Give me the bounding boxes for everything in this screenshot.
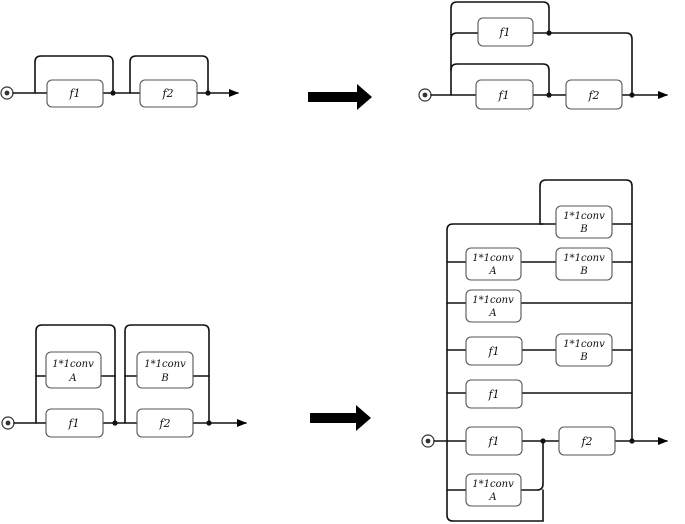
start-node (0, 86, 14, 100)
block-label-line1: 1*1conv (144, 359, 186, 370)
junction-dot (110, 90, 116, 96)
skip-connection-f1 (34, 55, 114, 94)
block-label-line2: B (579, 224, 587, 235)
start-node (421, 434, 435, 448)
block-f1-main: f1 (465, 426, 523, 456)
junction-dot (540, 438, 546, 444)
transform-arrow-top (308, 84, 372, 110)
block-f1-row5: f1 (465, 379, 523, 409)
block-label-line2: A (488, 492, 496, 503)
block-f2-main: f2 (558, 426, 616, 456)
block-f1: f1 (46, 79, 104, 108)
skip-connection-right (124, 324, 210, 424)
block-label: f2 (587, 89, 599, 102)
block-label-line2: B (160, 373, 168, 384)
skip-connection-left (35, 324, 116, 424)
junction-dot (546, 30, 552, 36)
block-conv-b-row2: 1*1conv B (555, 247, 613, 281)
block-conv-b: 1*1conv B (136, 351, 194, 389)
left-rail-lower (446, 440, 544, 522)
junction-dot (546, 92, 552, 98)
block-label: f2 (158, 417, 170, 430)
block-label-line1: 1*1conv (563, 211, 605, 222)
skip-connection-f2 (129, 55, 209, 94)
panel-top-right-expanded: f1 f1 f2 (418, 1, 668, 110)
start-node (1, 416, 15, 430)
start-node (418, 88, 432, 102)
block-label: f1 (498, 26, 510, 39)
block-label-line2: B (579, 266, 587, 277)
block-conv-a-bottom: 1*1conv A (465, 473, 522, 507)
junction-dot (629, 92, 635, 98)
junction-dot (205, 90, 211, 96)
block-f1-lower: f1 (475, 79, 534, 110)
block-conv-b-row4: 1*1conv B (555, 333, 613, 367)
block-f2: f2 (565, 79, 623, 110)
block-f1-upper: f1 (477, 17, 534, 47)
panel-top-left-sequential: f1 f2 (0, 55, 239, 108)
block-f1-row4: f1 (465, 336, 523, 366)
branch-conv-a-lower (446, 440, 544, 491)
inner-skip-loop (450, 63, 550, 96)
left-rail (446, 223, 544, 442)
block-label: f2 (580, 435, 592, 448)
block-conv-a-row3: 1*1conv A (465, 289, 522, 323)
transform-arrow-bottom (310, 405, 371, 431)
outer-skip-loop (450, 1, 550, 96)
block-label: f2 (161, 87, 173, 100)
block-label: f1 (487, 435, 499, 448)
block-label-line2: A (488, 308, 496, 319)
junction-dot (629, 438, 635, 444)
branch-f1-upper (450, 32, 633, 96)
block-f2: f2 (139, 79, 198, 108)
junction-dot (206, 420, 212, 426)
block-label: f1 (487, 345, 499, 358)
block-conv-b-top: 1*1conv B (555, 205, 613, 239)
block-f1: f1 (45, 408, 104, 438)
block-label-line1: 1*1conv (52, 359, 94, 370)
block-label-line1: 1*1conv (563, 253, 605, 264)
block-conv-a: 1*1conv A (45, 351, 102, 389)
block-label-line2: A (488, 266, 496, 277)
panel-bottom-right-expanded-conv: 1*1conv B 1*1conv A 1*1conv B 1*1conv A … (421, 179, 668, 522)
block-label-line1: 1*1conv (472, 253, 514, 264)
block-label-line2: A (68, 373, 76, 384)
block-label-line1: 1*1conv (472, 295, 514, 306)
block-f2: f2 (136, 408, 194, 438)
panel-bottom-left-sequential-conv: 1*1conv A f1 1*1conv B f2 (1, 324, 247, 438)
block-label-line1: 1*1conv (563, 339, 605, 350)
block-conv-a-row2: 1*1conv A (465, 247, 522, 281)
block-label: f1 (67, 417, 79, 430)
block-label-line2: B (579, 352, 587, 363)
block-label: f1 (68, 87, 80, 100)
block-label: f1 (487, 388, 499, 401)
block-label-line1: 1*1conv (472, 479, 514, 490)
right-rail (539, 179, 633, 442)
block-label: f1 (497, 89, 509, 102)
junction-dot (112, 420, 118, 426)
